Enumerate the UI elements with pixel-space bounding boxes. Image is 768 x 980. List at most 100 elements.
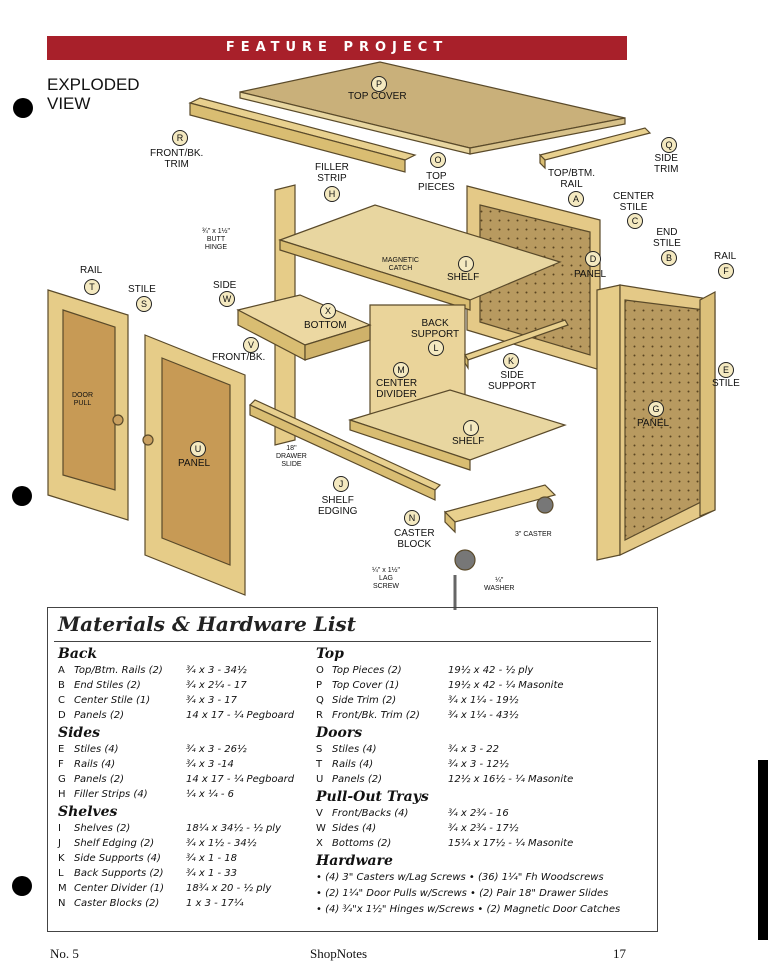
label-shelf-lower: SHELF [452,436,485,447]
part-letter-i-upper: I [458,256,474,272]
part-letter-h: H [324,186,340,202]
part-letter-c: C [627,213,643,229]
hardware-line: • (2) 1¼" Door Pulls w/Screws • (2) Pair… [316,888,609,899]
label-shelf-upper: SHELF [447,272,480,283]
part-letter-j: J [333,476,349,492]
part-letter-f: F [718,263,734,279]
section-hardware: Hardware [316,853,393,869]
section-shelves: Shelves [58,804,118,820]
label-washer: ¼"WASHER [484,577,515,592]
page-edge-tab [758,760,768,940]
part-letter-l: L [428,340,444,356]
label-panel-door: PANEL [178,458,211,469]
part-letter-w: W [219,291,235,307]
part-letter-i-lower: I [463,420,479,436]
label-side-tray: SIDE [213,280,237,291]
label-rail-left: RAIL [80,265,103,276]
footer-page-number: 17 [613,946,626,961]
part-letter-b: B [661,250,677,266]
part-letter-e: E [718,362,734,378]
part-letter-t: T [84,279,100,295]
label-stile-left: STILE [128,284,156,295]
footer-issue: No. 5 [50,946,79,961]
label-top-cover: TOP COVER [348,91,407,102]
exploded-view-illustration [47,61,716,610]
binder-hole-2 [12,486,32,506]
part-letter-a: A [568,191,584,207]
footer-publication: ShopNotes [310,946,368,961]
part-letter-s: S [136,296,152,312]
materials-title: Materials & Hardware List [58,612,356,636]
part-letter-m: M [393,362,409,378]
label-caster: 3" CASTER [515,531,552,538]
part-letter-r: R [172,130,188,146]
section-sides: Sides [58,725,101,741]
part-letter-d: D [585,251,601,267]
label-bottom: BOTTOM [304,320,347,331]
hardware-line: • (4) 3" Casters w/Lag Screws • (36) 1¼"… [316,872,604,883]
binder-hole-3 [12,876,32,896]
label-front-bk-trim: FRONT/BK.TRIM [150,148,204,170]
part-letter-v: V [243,337,259,353]
part-letter-k: K [503,353,519,369]
binder-hole-1 [13,98,33,118]
section-back: Back [58,646,98,662]
part-letter-n: N [404,510,420,526]
feature-project-banner: FEATURE PROJECT [47,36,627,60]
part-letter-o: O [430,152,446,168]
label-rail-right: RAIL [714,251,737,262]
label-panel-back: PANEL [574,269,607,280]
part-letter-g: G [648,401,664,417]
section-doors: Doors [316,725,363,741]
materials-title-rule [54,641,651,642]
part-letter-p: P [371,76,387,92]
label-panel-side: PANEL [637,418,670,429]
label-stile-right: STILE [712,378,740,389]
section-top: Top [316,646,344,662]
hardware-line: • (4) ¾"x 1½" Hinges w/Screws • (2) Magn… [316,904,621,915]
